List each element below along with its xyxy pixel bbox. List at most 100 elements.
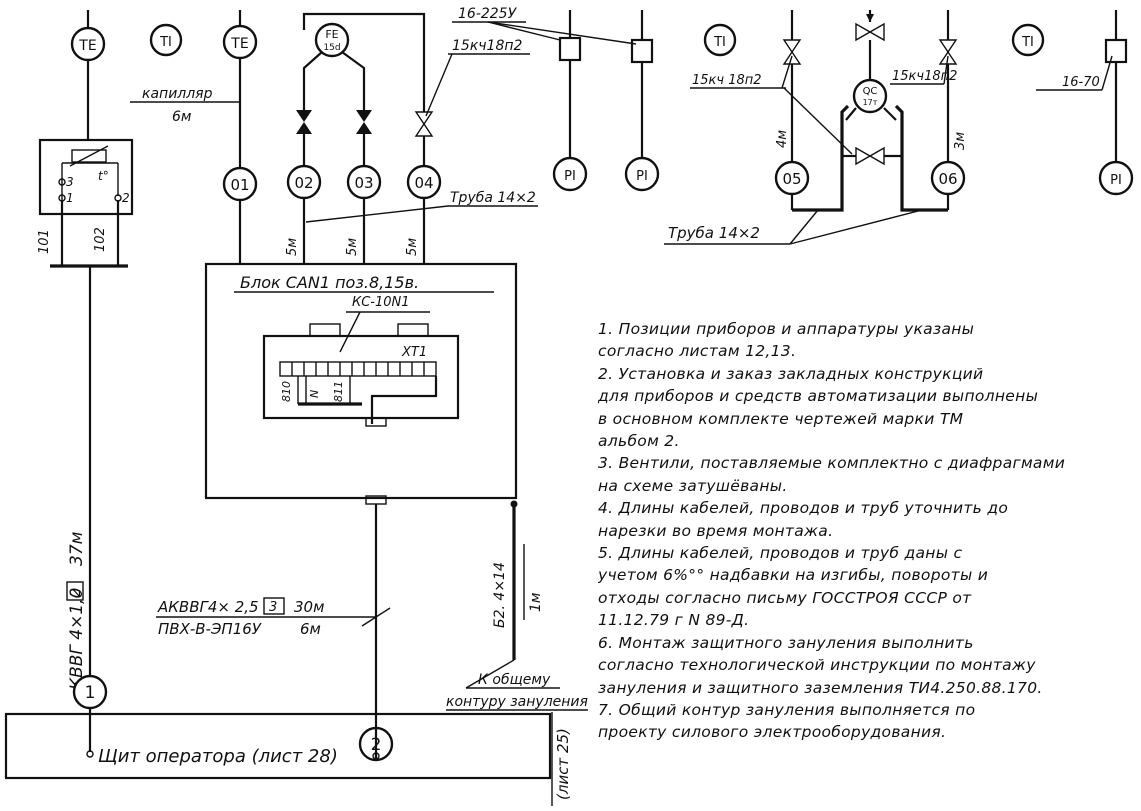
note-line: 7. Общий контур зануления выполняется по <box>598 700 976 719</box>
note-line: альбом 2. <box>598 432 680 451</box>
line-01: TE 01 <box>222 10 258 264</box>
qc-valve-annotations: 15кч 18п2 15кч18п2 <box>690 55 957 155</box>
operator-panel-frame <box>4 712 552 780</box>
wire-810-label: 810 <box>280 381 293 402</box>
svg-text:PI: PI <box>564 169 576 184</box>
operator-panel: Щит оператора (лист 28) (лист 25) <box>4 712 572 806</box>
line-03-label: 03 <box>354 174 373 192</box>
wire-102-label: 102 <box>93 227 108 252</box>
ground-wire-label: Б2. 4×14 <box>492 562 508 628</box>
cable-1670-label: 16-70 <box>1062 75 1100 90</box>
ground-wire-length: 1м <box>528 592 544 612</box>
tube-length-1: 5м <box>285 238 300 256</box>
cable-1-label: 1 <box>85 683 96 703</box>
note-line: нарезки во время монтажа. <box>598 521 834 540</box>
wire-811-label: 811 <box>332 381 345 402</box>
qc-assembly: 05 06 QC 17т 4м 3м <box>774 10 968 212</box>
note-line: 1. Позиции приборов и аппаратуры указаны <box>598 320 975 338</box>
pi-indicator-3: PI 16-70 <box>1036 10 1134 196</box>
capillary-label: капилляр <box>142 86 213 102</box>
terminal-3: 3 <box>66 175 74 189</box>
notes-block: 1. Позиции приборов и аппаратуры указаны… <box>598 318 1138 744</box>
note-line: 6. Монтаж защитного зануления выполнить <box>598 633 974 652</box>
line-06-label: 06 <box>938 170 957 188</box>
valve-label-b: 15кч 18п2 <box>692 73 762 88</box>
valve-label-c: 15кч18п2 <box>892 69 957 84</box>
note-line: согласно листам 12,13. <box>598 342 797 361</box>
instrument-fe-pos: 15d <box>323 43 340 53</box>
ground-caption-2: контуру зануления <box>446 694 588 710</box>
tube-length-3: 5м <box>405 238 420 256</box>
cable-akvvg-length: 30м <box>294 598 324 616</box>
tube-length-2: 5м <box>345 238 360 256</box>
note-line: на схеме затушёваны. <box>598 476 788 495</box>
capillary-length: 6м <box>172 109 192 125</box>
note-line: 3. Вентили, поставляемые комплектно с ди… <box>598 454 1066 473</box>
temperature-symbol: t° <box>98 169 109 183</box>
grounding-conductor: Б2. 4×14 1м К общему контуру зануления <box>446 500 588 711</box>
wire-n-label: N <box>308 390 321 398</box>
cable-1622-label: 16-225У <box>458 6 518 22</box>
tube-top-annotation: Труба 14×2 <box>305 190 538 223</box>
note-line: зануления и защитного заземления ТИ4.250… <box>598 678 1043 697</box>
svg-text:TI: TI <box>713 35 726 50</box>
note-line: согласно технологической инструкции по м… <box>598 656 1036 675</box>
note-line: 2. Установка и заказ закладных конструкц… <box>598 364 984 383</box>
instrument-fe-label: FE <box>325 28 338 41</box>
thermo-converter-box <box>38 138 134 216</box>
note-line: учетом 6%°° надбавки на изгибы, повороты… <box>598 566 989 585</box>
cable-kvvg-length: 37м <box>67 531 87 566</box>
ground-caption-1: К общему <box>478 672 551 688</box>
valve-label-a: 15кч18п2 <box>452 38 523 54</box>
terminal-1: 1 <box>66 191 74 205</box>
block-can1-frame <box>204 262 518 500</box>
capillary-annotation: капилляр 6м <box>130 86 240 125</box>
terminal-strip <box>279 361 437 377</box>
instrument-te-2-label: TE <box>230 36 248 52</box>
xt1-label: XТ1 <box>401 345 427 360</box>
note-line: для приборов и средств автоматизации вып… <box>598 387 1039 406</box>
line-01-label: 01 <box>230 176 249 194</box>
ti-indicator-2: TI <box>703 23 737 57</box>
cable-kvvg-number: 2 <box>68 588 84 597</box>
pi-indicator-2: PI <box>624 10 660 192</box>
cable-akvvg-number: 3 <box>269 600 277 615</box>
line-04-label: 04 <box>414 174 433 192</box>
instrument-qc-pos: 17т <box>863 98 878 107</box>
svg-text:PI: PI <box>636 169 648 184</box>
svg-text:TI: TI <box>1021 35 1034 50</box>
cable-1622-annotation: 16-225У 15кч18п2 <box>425 6 637 117</box>
note-line: 4. Длины кабелей, проводов и труб уточни… <box>598 499 1009 518</box>
operator-panel-label: Щит оператора (лист 28) <box>98 746 338 767</box>
flow-element-assembly: FE 15d 02 03 04 5м 5м 5м <box>285 12 442 264</box>
line-02-label: 02 <box>294 174 313 192</box>
tube-bottom-label: Труба 14×2 <box>668 224 760 242</box>
wire-101-label: 101 <box>37 229 52 254</box>
terminal-2: 2 <box>122 191 130 205</box>
ti-indicator-1: TI <box>149 23 183 57</box>
cable-pvx-length: 6м <box>300 620 321 638</box>
svg-text:TI: TI <box>159 35 172 50</box>
note-line: отходы согласно письму ГОССТРОЯ СССР от <box>598 588 972 607</box>
te-loop-left: TE 3 1 2 t° 101 102 КВВГ 4×1,0 2 37м 1 <box>37 10 134 758</box>
note-line: проекту силового электрооборудования. <box>598 723 947 742</box>
line-05-label: 05 <box>782 170 801 188</box>
note-line: 11.12.79 г N 89-Д. <box>598 611 750 630</box>
sheet-reference: (лист 25) <box>554 728 572 800</box>
terminal-block <box>262 334 460 420</box>
cable-akvvg-label: АКВВГ4× 2,5 <box>157 598 259 616</box>
block-can1-title: Блок САN1 поз.8,15в. <box>240 273 419 292</box>
cable-kvvg-label: КВВГ 4×1,0 <box>67 588 87 690</box>
cable-pvx-label: ПВХ-В-ЭП16У <box>158 620 262 638</box>
pi-indicator-1: PI <box>552 10 588 192</box>
svg-text:PI: PI <box>1110 173 1122 188</box>
tube-length-3m: 3м <box>953 132 968 150</box>
block-can1: Блок САN1 поз.8,15в. КС-10N1 XТ1 810 N 8… <box>204 262 518 505</box>
cable-2-run: 2 АКВВГ4× 2,5 3 30м ПВХ-В-ЭП16У 6м <box>156 504 394 762</box>
instrument-qc-label: QC <box>863 86 878 97</box>
instrument-te-left-label: TE <box>78 38 96 54</box>
ks-label: КС-10N1 <box>352 295 410 310</box>
ti-indicator-3: TI <box>1011 23 1045 57</box>
